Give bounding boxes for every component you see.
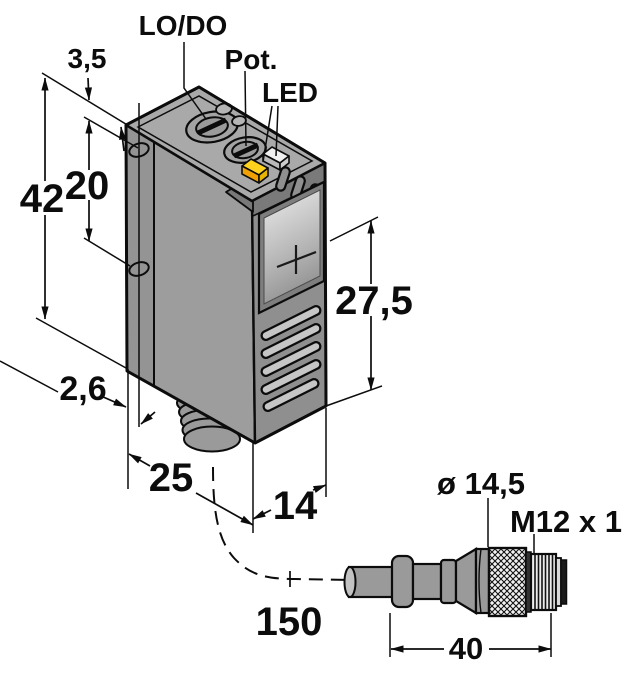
boot-cone — [454, 547, 478, 615]
dim-text-3-5: 3,5 — [68, 43, 107, 74]
dim-text-25: 25 — [149, 456, 194, 500]
dim-text-m12: M12 x 1 — [510, 504, 622, 539]
ext-line-hole-bottom — [83, 237, 131, 267]
m12-thread — [529, 552, 558, 612]
mounting-hole-bottom — [128, 261, 150, 277]
dim-3-5-arrow-a — [84, 77, 93, 101]
pot-leader — [244, 70, 247, 147]
dim-text-20: 20 — [65, 164, 110, 208]
label-pot: Pot. — [225, 44, 278, 75]
boot-ring — [439, 558, 458, 605]
lo-do-selector — [185, 110, 239, 144]
top-face-rim — [136, 95, 314, 193]
ext-line-top-inner — [83, 116, 139, 149]
lens-window — [257, 180, 326, 315]
ext-line-bottom-left — [35, 317, 127, 369]
boot-flange — [390, 554, 415, 609]
dim-text-14: 14 — [273, 484, 318, 528]
dim-2-6-arrow-b — [140, 411, 156, 425]
label-lo-do: LO/DO — [139, 10, 228, 41]
led-leader-left — [262, 105, 273, 163]
dim-14-right — [312, 484, 327, 493]
led-white — [262, 146, 290, 171]
dim-2-6-arrow-a — [100, 395, 127, 408]
dim-25-right — [195, 492, 254, 526]
dim-text-40: 40 — [449, 631, 483, 666]
dim-2-6-tail — [0, 360, 59, 393]
boot-barrel — [474, 547, 491, 615]
dim-text-27-5: 27,5 — [335, 279, 413, 323]
rear-flange-strip — [125, 124, 155, 387]
dim-text-42: 42 — [20, 177, 65, 221]
sensor-body — [124, 85, 328, 453]
dim-3-5-arrow-b — [118, 126, 127, 152]
lo-do-leader — [183, 42, 207, 120]
boot-neck — [411, 562, 443, 601]
cable-cut-end — [343, 566, 357, 598]
led-leader-right — [275, 105, 279, 157]
mounting-hole-top — [128, 142, 150, 158]
cable-dashed-line — [212, 466, 352, 581]
annotation-text: LO/DO Pot. LED 3,5 42 20 2,6 25 14 27,5 … — [20, 10, 622, 666]
annotation-lines — [0, 42, 552, 657]
dim-25-left — [128, 453, 151, 467]
dim-text-dia-14-5: ø 14,5 — [437, 466, 525, 501]
dim-text-150: 150 — [256, 600, 323, 644]
ext-line-lens-bottom — [325, 385, 383, 407]
knurled-grip — [487, 546, 528, 618]
crosshair — [276, 245, 317, 274]
m12-connector — [343, 546, 568, 618]
dim-text-2-6: 2,6 — [59, 370, 106, 408]
vent-slots — [260, 305, 322, 412]
led-yellow — [241, 158, 269, 184]
plug-end-cap — [560, 559, 568, 605]
label-led: LED — [262, 77, 318, 108]
dim-14-left — [252, 509, 272, 520]
boot-barrel-ridge — [478, 548, 482, 614]
